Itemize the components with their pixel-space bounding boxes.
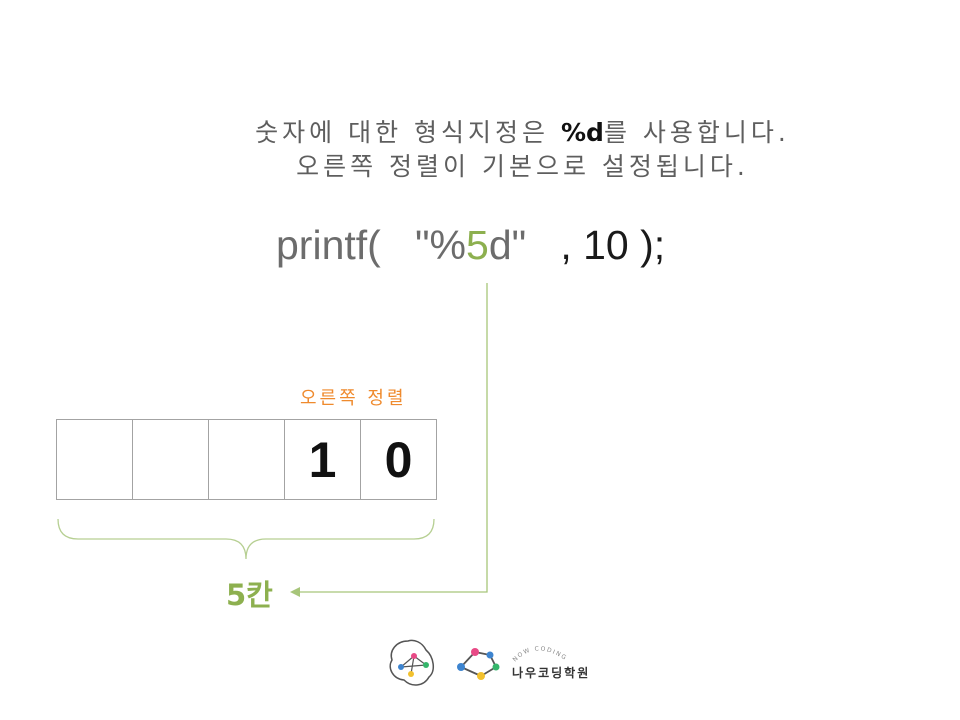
code-arguments: , 10 ); [526, 222, 666, 268]
brain-logo-icon [389, 639, 434, 686]
connector-line [298, 283, 488, 593]
description-line-2: 오른쪽 정렬이 기본으로 설정됩니다. [296, 152, 749, 181]
code-format-end: d" [488, 222, 527, 268]
output-cell-4: 1 [285, 420, 361, 499]
description-text-before: 숫자에 대한 형식지정은 [255, 118, 561, 147]
output-cell-3 [209, 420, 285, 499]
width-brace [57, 518, 435, 560]
printf-code-line: printf( "%5d" , 10 ); [276, 222, 665, 269]
alignment-label: 오른쪽 정렬 [300, 388, 407, 409]
description-line-1: 숫자에 대한 형식지정은 %d를 사용합니다. [0, 113, 960, 149]
output-cell-5: 0 [384, 431, 413, 488]
connector-arrowhead [290, 587, 300, 597]
width-count-label: 5칸 [226, 578, 273, 612]
logo-arc-text: NOW CODING [512, 645, 569, 663]
code-width-digit: 5 [466, 222, 489, 268]
network-logo-icon [457, 648, 500, 680]
description-text-after: 를 사용합니다. [603, 118, 790, 147]
output-cell-2 [133, 420, 209, 499]
logo-arc-textpath: NOW CODING [512, 645, 568, 663]
code-prefix: printf( "% [276, 222, 466, 268]
format-specifier-highlight: %d [560, 118, 604, 147]
academy-name: 나우코딩학원 [512, 666, 591, 680]
output-cell-1 [57, 420, 133, 499]
output-cells: 1 0 [56, 419, 437, 500]
